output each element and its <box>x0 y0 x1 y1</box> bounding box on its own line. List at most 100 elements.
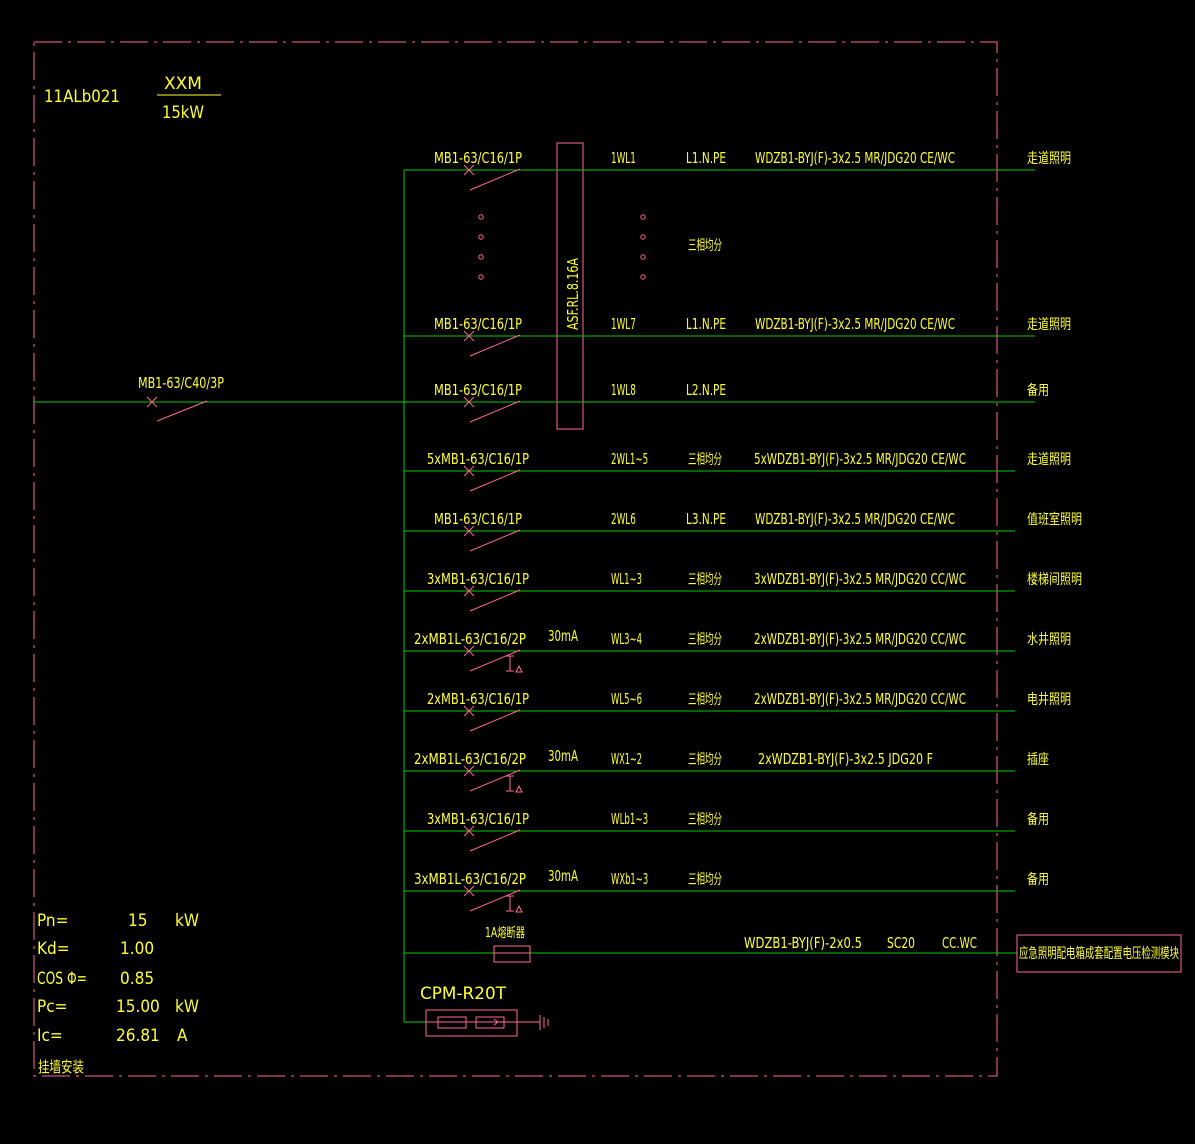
phase-label: 三相均分 <box>688 872 722 888</box>
circuit-number: 2WL1~5 <box>611 450 648 468</box>
phase-label: L1.N.PE <box>686 315 726 333</box>
param-value: 1.00 <box>120 939 154 959</box>
param-label: Pc= <box>37 997 67 1017</box>
spd-label: CPM-R20T <box>420 984 507 1004</box>
phase-label: 三相均分 <box>688 752 722 768</box>
param-label: Ic= <box>37 1026 63 1046</box>
bus-device <box>556 142 584 430</box>
bus-device-label: ASF.RL.8.16A <box>564 257 582 330</box>
breaker-symbol <box>463 396 521 423</box>
fuse-load: 应急照明配电箱成套配置电压检测模块 <box>1019 945 1179 962</box>
rcd-rating: 30mA <box>548 747 579 765</box>
phase-label: 三相均分 <box>688 692 722 708</box>
breaker-symbol <box>463 705 521 732</box>
circuit-number: 1WL7 <box>611 315 636 333</box>
breaker-label: MB1-63/C16/1P <box>434 381 522 399</box>
load-label: 电井照明 <box>1027 692 1071 708</box>
phase-label: 三相均分 <box>688 572 722 588</box>
breaker-label: 3xMB1-63/C16/1P <box>427 810 529 828</box>
cable-spec: 2xWDZB1-BYJ(F)-3x2.5 MR/JDG20 CC/WC <box>754 690 966 708</box>
breaker-symbol <box>463 330 521 357</box>
load-label: 值班室照明 <box>1027 511 1082 528</box>
fuse-symbol <box>493 945 531 963</box>
main-breaker-symbol <box>146 396 208 422</box>
load-label: 插座 <box>1027 752 1049 768</box>
breaker-label: MB1-63/C16/1P <box>434 510 522 528</box>
breaker-label: 2xMB1L-63/C16/2P <box>414 630 526 648</box>
load-label: 备用 <box>1027 382 1049 399</box>
param-unit: kW <box>175 911 199 931</box>
load-label: 走道照明 <box>1027 151 1071 167</box>
phase-label: L3.N.PE <box>686 510 726 528</box>
circuit-number: 2WL6 <box>611 510 636 528</box>
circuit-number: WXb1~3 <box>611 870 648 888</box>
fuse-laying: CC.WC <box>942 934 977 952</box>
circuit-number: WX1~2 <box>611 750 642 768</box>
breaker-symbol <box>463 645 523 673</box>
load-label: 走道照明 <box>1027 317 1071 333</box>
param-unit: kW <box>175 997 199 1017</box>
spd-symbol <box>425 1009 549 1037</box>
breaker-label: 2xMB1L-63/C16/2P <box>414 750 526 768</box>
phase-label: L2.N.PE <box>686 381 726 399</box>
breaker-symbol <box>463 585 521 612</box>
ellipsis-phase-note: 三相均分 <box>688 238 722 254</box>
main-breaker-label: MB1-63/C40/3P <box>138 374 224 392</box>
param-value: 15.00 <box>116 997 160 1017</box>
param-value: 0.85 <box>120 969 154 989</box>
param-label: COS Φ= <box>37 969 87 989</box>
phase-label: L1.N.PE <box>686 149 726 167</box>
breaker-label: 5xMB1-63/C16/1P <box>427 450 529 468</box>
breaker-label: MB1-63/C16/1P <box>434 149 522 167</box>
panel-boundary <box>33 41 998 1077</box>
install-method: 挂墙安装 <box>38 1058 84 1076</box>
load-label: 备用 <box>1027 811 1049 828</box>
circuit-number: 1WL8 <box>611 381 636 399</box>
load-label: 备用 <box>1027 871 1049 888</box>
circuit-number: WL3~4 <box>611 630 642 648</box>
breaker-label: 2xMB1-63/C16/1P <box>427 690 529 708</box>
fuse-cable: WDZB1-BYJ(F)-2x0.5 <box>744 934 862 952</box>
phase-label: 三相均分 <box>688 812 722 828</box>
ellipsis-dots <box>478 214 646 280</box>
fuse-pipe: SC20 <box>887 934 915 952</box>
breaker-label: 3xMB1L-63/C16/2P <box>414 870 526 888</box>
fuse-load-box <box>1016 934 1182 973</box>
spd-arrow <box>484 1018 499 1026</box>
circuit-number: WL1~3 <box>611 570 642 588</box>
cable-spec: 2xWDZB1-BYJ(F)-3x2.5 MR/JDG20 CC/WC <box>754 630 966 648</box>
param-unit: A <box>177 1026 188 1046</box>
phase-label: 三相均分 <box>688 452 722 468</box>
phase-label: 三相均分 <box>688 632 722 648</box>
breaker-symbol <box>463 465 521 492</box>
panel-power: 15kW <box>162 103 204 123</box>
cable-spec: 2xWDZB1-BYJ(F)-3x2.5 JDG20 F <box>758 750 933 768</box>
param-value: 26.81 <box>116 1026 160 1046</box>
load-label: 水井照明 <box>1027 632 1071 648</box>
param-label: Kd= <box>37 939 70 959</box>
cable-spec: 5xWDZB1-BYJ(F)-3x2.5 MR/JDG20 CE/WC <box>754 450 966 468</box>
panel-name: XXM <box>164 74 202 94</box>
breaker-label: 3xMB1-63/C16/1P <box>427 570 529 588</box>
circuit-number: 1WL1 <box>611 149 636 167</box>
breaker-symbol <box>463 525 521 552</box>
rcd-rating: 30mA <box>548 867 579 885</box>
fuse-label: 1A熔断器 <box>485 926 525 941</box>
load-label: 楼梯间照明 <box>1027 572 1082 588</box>
cable-spec: WDZB1-BYJ(F)-3x2.5 MR/JDG20 CE/WC <box>755 149 955 167</box>
parameters-table: Pn= 15 kW Kd= 1.00 COS Φ= 0.85 Pc= 15.00… <box>37 911 199 1076</box>
circuit-number: WLb1~3 <box>611 810 648 828</box>
param-label: Pn= <box>37 911 68 931</box>
rcd-rating: 30mA <box>548 627 579 645</box>
breaker-symbol <box>463 765 523 793</box>
cable-spec: 3xWDZB1-BYJ(F)-3x2.5 MR/JDG20 CC/WC <box>754 570 966 588</box>
breaker-symbol <box>463 825 521 852</box>
circuit-number: WL5~6 <box>611 690 642 708</box>
breaker-symbol <box>463 164 521 191</box>
cable-spec: WDZB1-BYJ(F)-3x2.5 MR/JDG20 CE/WC <box>755 510 955 528</box>
param-value: 15 <box>128 911 147 931</box>
panel-code: 11ALb021 <box>44 87 120 107</box>
cable-spec: WDZB1-BYJ(F)-3x2.5 MR/JDG20 CE/WC <box>755 315 955 333</box>
